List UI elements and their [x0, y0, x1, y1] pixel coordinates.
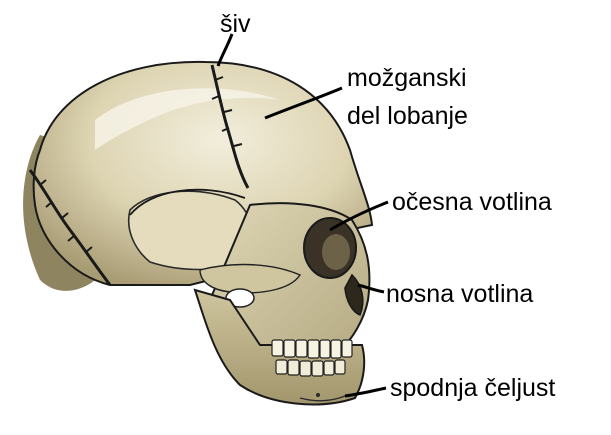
- leader-suture: [218, 34, 232, 66]
- label-suture: šiv: [220, 12, 251, 37]
- label-nasal-cavity: nosna votlina: [386, 282, 533, 307]
- upper-teeth: [272, 340, 352, 358]
- label-cranium-line2: del lobanje: [347, 104, 468, 129]
- label-cranium-line1: možganski: [347, 66, 467, 91]
- label-mandible: spodnja čeljust: [390, 376, 555, 401]
- label-orbit: očesna votlina: [392, 190, 552, 215]
